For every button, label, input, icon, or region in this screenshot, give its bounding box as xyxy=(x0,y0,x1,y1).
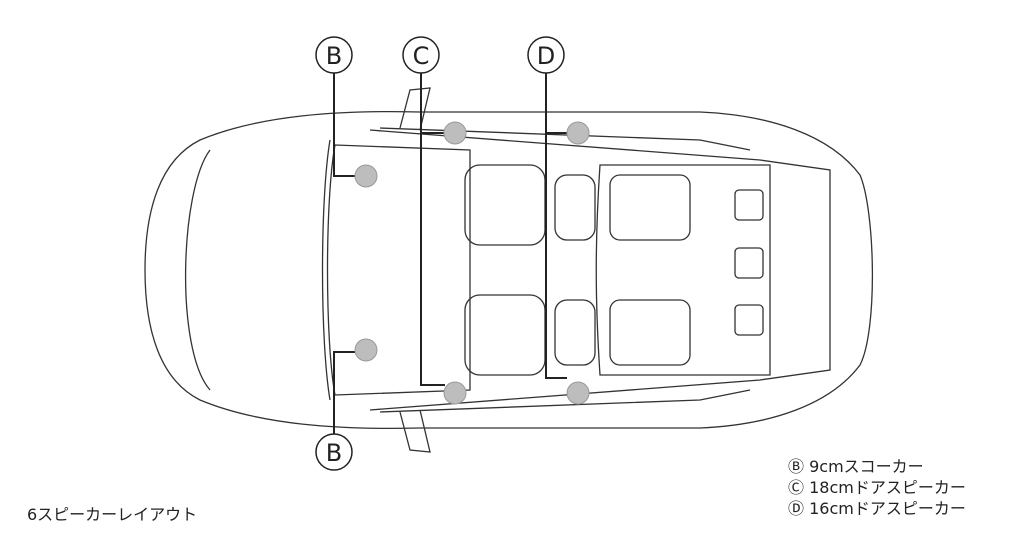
legend-mark: Ⓒ xyxy=(788,478,805,497)
callout-b-bottom-label: B xyxy=(326,439,342,467)
leader-lines xyxy=(333,73,567,434)
legend-item: Ⓑ 9cmスコーカー xyxy=(788,456,966,477)
legend: Ⓑ 9cmスコーカー Ⓒ 18cmドアスピーカー Ⓓ 16cmドアスピーカー xyxy=(788,456,966,519)
car-outline xyxy=(144,87,874,453)
speaker-b-front-left xyxy=(354,164,378,188)
legend-mark: Ⓑ xyxy=(788,457,805,476)
callout-c-label: C xyxy=(413,42,430,70)
callout-d-label: D xyxy=(537,42,555,70)
legend-text: 16cmドアスピーカー xyxy=(809,499,966,518)
callout-c xyxy=(402,36,440,74)
callout-d xyxy=(527,36,565,74)
speaker-d-left xyxy=(566,121,590,145)
speaker-d-right xyxy=(566,381,590,405)
legend-text: 18cmドアスピーカー xyxy=(809,478,966,497)
legend-mark: Ⓓ xyxy=(788,499,805,518)
callout-b-top xyxy=(315,36,353,74)
callout-b-top-label: B xyxy=(326,42,342,70)
legend-text: 9cmスコーカー xyxy=(809,457,924,476)
legend-item: Ⓓ 16cmドアスピーカー xyxy=(788,498,966,519)
speaker-c-right xyxy=(443,381,467,405)
speakers xyxy=(354,121,590,405)
speaker-c-left xyxy=(443,121,467,145)
diagram-caption: 6スピーカーレイアウト xyxy=(27,505,198,524)
legend-item: Ⓒ 18cmドアスピーカー xyxy=(788,477,966,498)
callout-b-bottom xyxy=(315,433,353,471)
speaker-b-front-right xyxy=(354,338,378,362)
